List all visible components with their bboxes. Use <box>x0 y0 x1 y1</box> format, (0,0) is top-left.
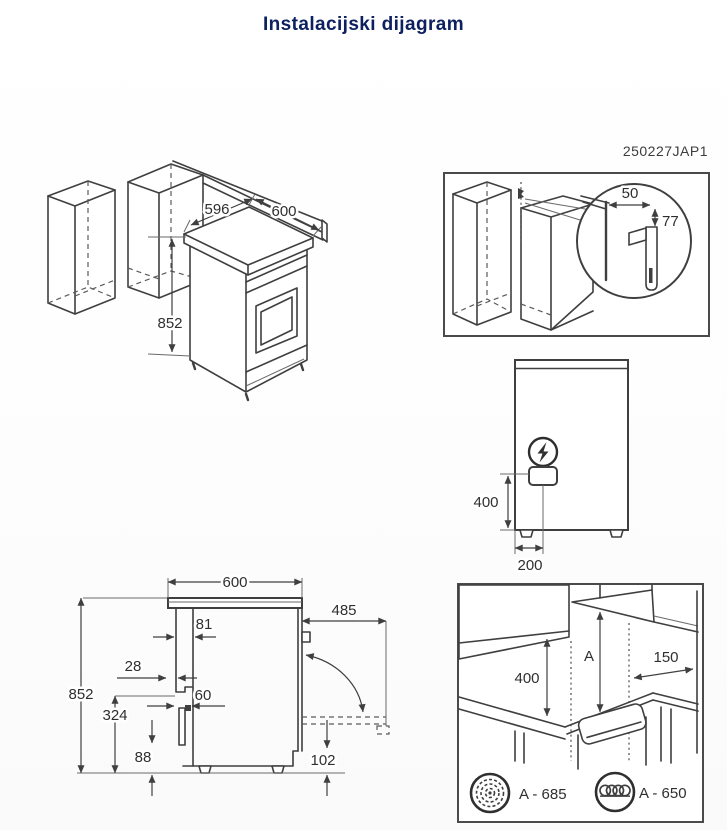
bracket-slot <box>649 268 653 283</box>
cooker-side-view <box>77 597 345 774</box>
foot-rear <box>198 765 212 774</box>
dim-label-77: 77 <box>662 213 679 230</box>
dim-label-600: 600 <box>222 574 247 591</box>
left-counter <box>458 696 566 740</box>
cooker-front <box>577 703 647 745</box>
dim-label-324: 324 <box>102 707 127 724</box>
foot-right <box>609 529 624 538</box>
dim-label-485: 485 <box>331 602 356 619</box>
dim-label-A: A <box>584 648 594 665</box>
bracket-hook <box>628 227 647 246</box>
document-code: 250227JAP1 <box>622 143 708 159</box>
detail-magnifier: 50 77 <box>576 183 692 299</box>
dim-label-28: 28 <box>125 658 142 675</box>
dim-label-81: 81 <box>196 616 213 633</box>
oven-door <box>255 287 298 354</box>
dim-label-150: 150 <box>653 649 678 666</box>
kitchen-scene <box>458 584 699 770</box>
left-cabinet-wireframe <box>47 180 116 315</box>
right-counter <box>652 692 699 712</box>
rear-rail <box>178 707 186 746</box>
side-dimensions: 600 852 81 28 60 324 88 485 102 <box>66 572 387 796</box>
diagram-side-profile: 600 852 81 28 60 324 88 485 102 <box>66 572 390 796</box>
dim-label-400: 400 <box>473 494 498 511</box>
foot-front <box>271 765 285 774</box>
detail-left-cabinet <box>452 181 512 326</box>
dim-label-852: 852 <box>68 686 93 703</box>
dim-label-852: 852 <box>157 315 182 332</box>
anti-tip-bracket-plate <box>645 226 658 291</box>
cooker-isometric <box>183 206 314 402</box>
diagram-overview-isometric: 596 600 852 <box>47 160 328 402</box>
clearance-dimensions: 400 A 150 <box>512 611 694 717</box>
coil-icon <box>599 784 631 797</box>
oven-window <box>260 296 293 346</box>
diagram-rear-connection: 400 200 <box>471 359 629 577</box>
door-handle <box>301 631 311 643</box>
overview-dimensions: 596 600 852 <box>147 193 322 357</box>
legend-item-fan: A - 685 <box>469 772 569 814</box>
right-wall-cabinet-underside <box>571 589 655 623</box>
dim-label-200: 200 <box>517 557 542 574</box>
lightning-bolt-icon <box>537 442 549 463</box>
feet <box>191 361 305 402</box>
drawer-line <box>245 344 308 373</box>
cooker-rear-view <box>514 359 629 538</box>
dim-label-102: 102 <box>310 752 335 769</box>
dim-label-50: 50 <box>622 185 639 202</box>
dim-label-400-clearance: 400 <box>514 670 539 687</box>
legend-label-coil: A - 650 <box>639 785 687 802</box>
connection-box <box>528 466 558 486</box>
dim-label-88: 88 <box>135 749 152 766</box>
legend: A - 685 A - 650 <box>469 771 689 814</box>
dim-label-60: 60 <box>195 687 212 704</box>
legend-item-coil: A - 650 <box>594 771 689 813</box>
page-title: Instalacijski dijagram <box>263 14 464 35</box>
legend-label-fan: A - 685 <box>519 786 567 803</box>
fan-icon <box>475 778 505 808</box>
door-swing <box>302 653 390 735</box>
control-panel-lines <box>245 254 308 294</box>
diagram-bracket-detail: 50 77 <box>443 172 710 337</box>
worktop-end-cap <box>321 219 328 243</box>
rear-dimensions: 400 200 <box>471 473 545 577</box>
diagram-clearances: 400 A 150 A - 685 <box>457 583 704 823</box>
dim-label-596: 596 <box>204 201 229 218</box>
dim-label-600: 600 <box>271 203 296 220</box>
anti-tip-bracket-mark <box>518 188 524 199</box>
detail-middle-cabinet <box>518 182 604 331</box>
foot-left <box>519 529 534 538</box>
